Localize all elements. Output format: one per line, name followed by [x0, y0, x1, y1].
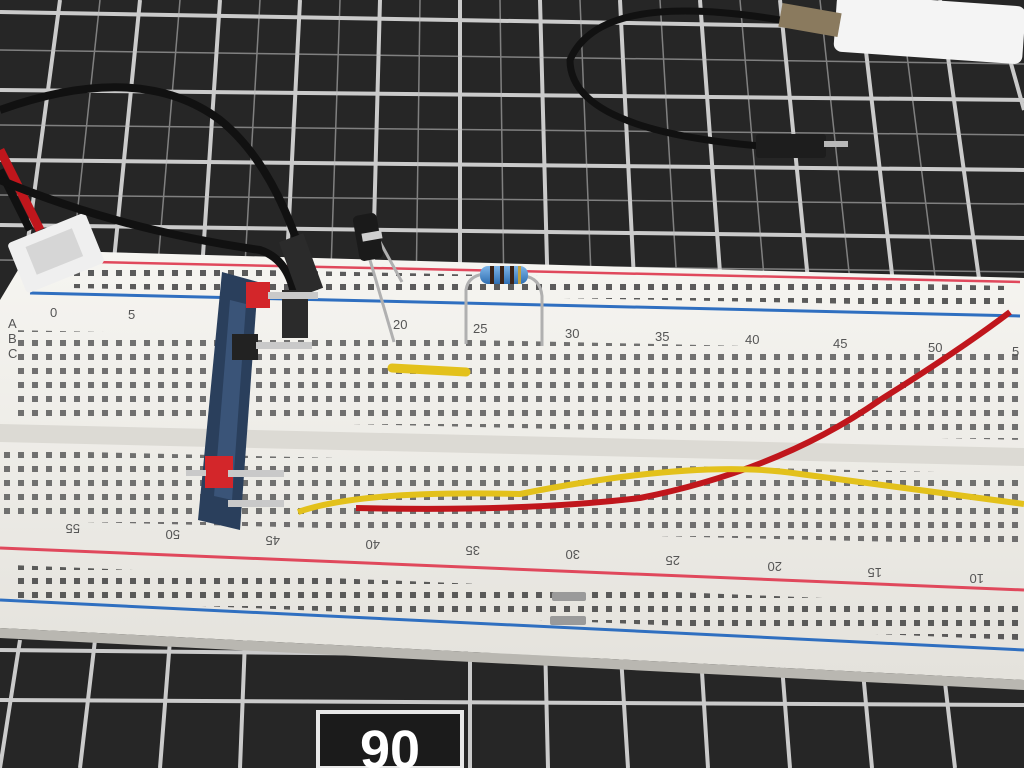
jumper-housing — [278, 233, 324, 297]
bottom-power-rail — [0, 546, 1024, 652]
power-module — [186, 272, 318, 530]
column-number: 5 — [1012, 344, 1019, 359]
battery-terminal — [778, 2, 842, 38]
column-number: 35 — [655, 329, 669, 344]
black-wire-short — [0, 176, 299, 301]
breadboard-edge-shadow — [0, 628, 1024, 690]
black-wire-top-right — [566, 7, 781, 150]
column-number: 15 — [868, 565, 882, 580]
mat-number: 90 — [360, 720, 420, 768]
probe-housing — [756, 134, 826, 158]
column-number: 35 — [466, 543, 480, 558]
column-number: 5 — [128, 307, 135, 322]
yellow-wire — [296, 466, 1024, 515]
battery-pack — [833, 0, 1024, 64]
column-number: 45 — [266, 533, 280, 548]
column-number: 10 — [970, 571, 984, 586]
mat-number-box — [316, 710, 464, 768]
terminal-strip-upper — [10, 330, 1024, 440]
top-column-numbers: 0 5 20 25 30 35 40 45 50 5 — [50, 305, 1019, 359]
column-number: 55 — [66, 521, 80, 536]
grey-jumper — [550, 616, 586, 625]
yellow-jumper-short — [387, 363, 471, 377]
column-number: 50 — [166, 527, 180, 542]
center-channel — [0, 424, 1024, 466]
row-letter-a: A — [8, 316, 17, 331]
column-number: 30 — [566, 547, 580, 562]
column-number: 20 — [768, 559, 782, 574]
column-number: 40 — [366, 537, 380, 552]
bottom-column-numbers: 55 50 45 40 35 30 25 20 15 10 — [66, 521, 984, 586]
column-number: 40 — [745, 332, 759, 347]
column-number: 0 — [50, 305, 57, 320]
diode — [352, 213, 404, 343]
row-letter-b: B — [8, 331, 17, 346]
column-number: 45 — [833, 336, 847, 351]
column-number: 50 — [928, 340, 942, 355]
column-number: 20 — [393, 317, 407, 332]
grey-jumper — [552, 592, 586, 601]
row-letter-c: C — [8, 346, 17, 361]
probe-pin — [824, 141, 848, 147]
resistor — [464, 266, 544, 346]
black-wire-long — [0, 83, 304, 252]
column-number: 25 — [473, 321, 487, 336]
column-number: 25 — [666, 553, 680, 568]
column-number: 30 — [565, 326, 579, 341]
